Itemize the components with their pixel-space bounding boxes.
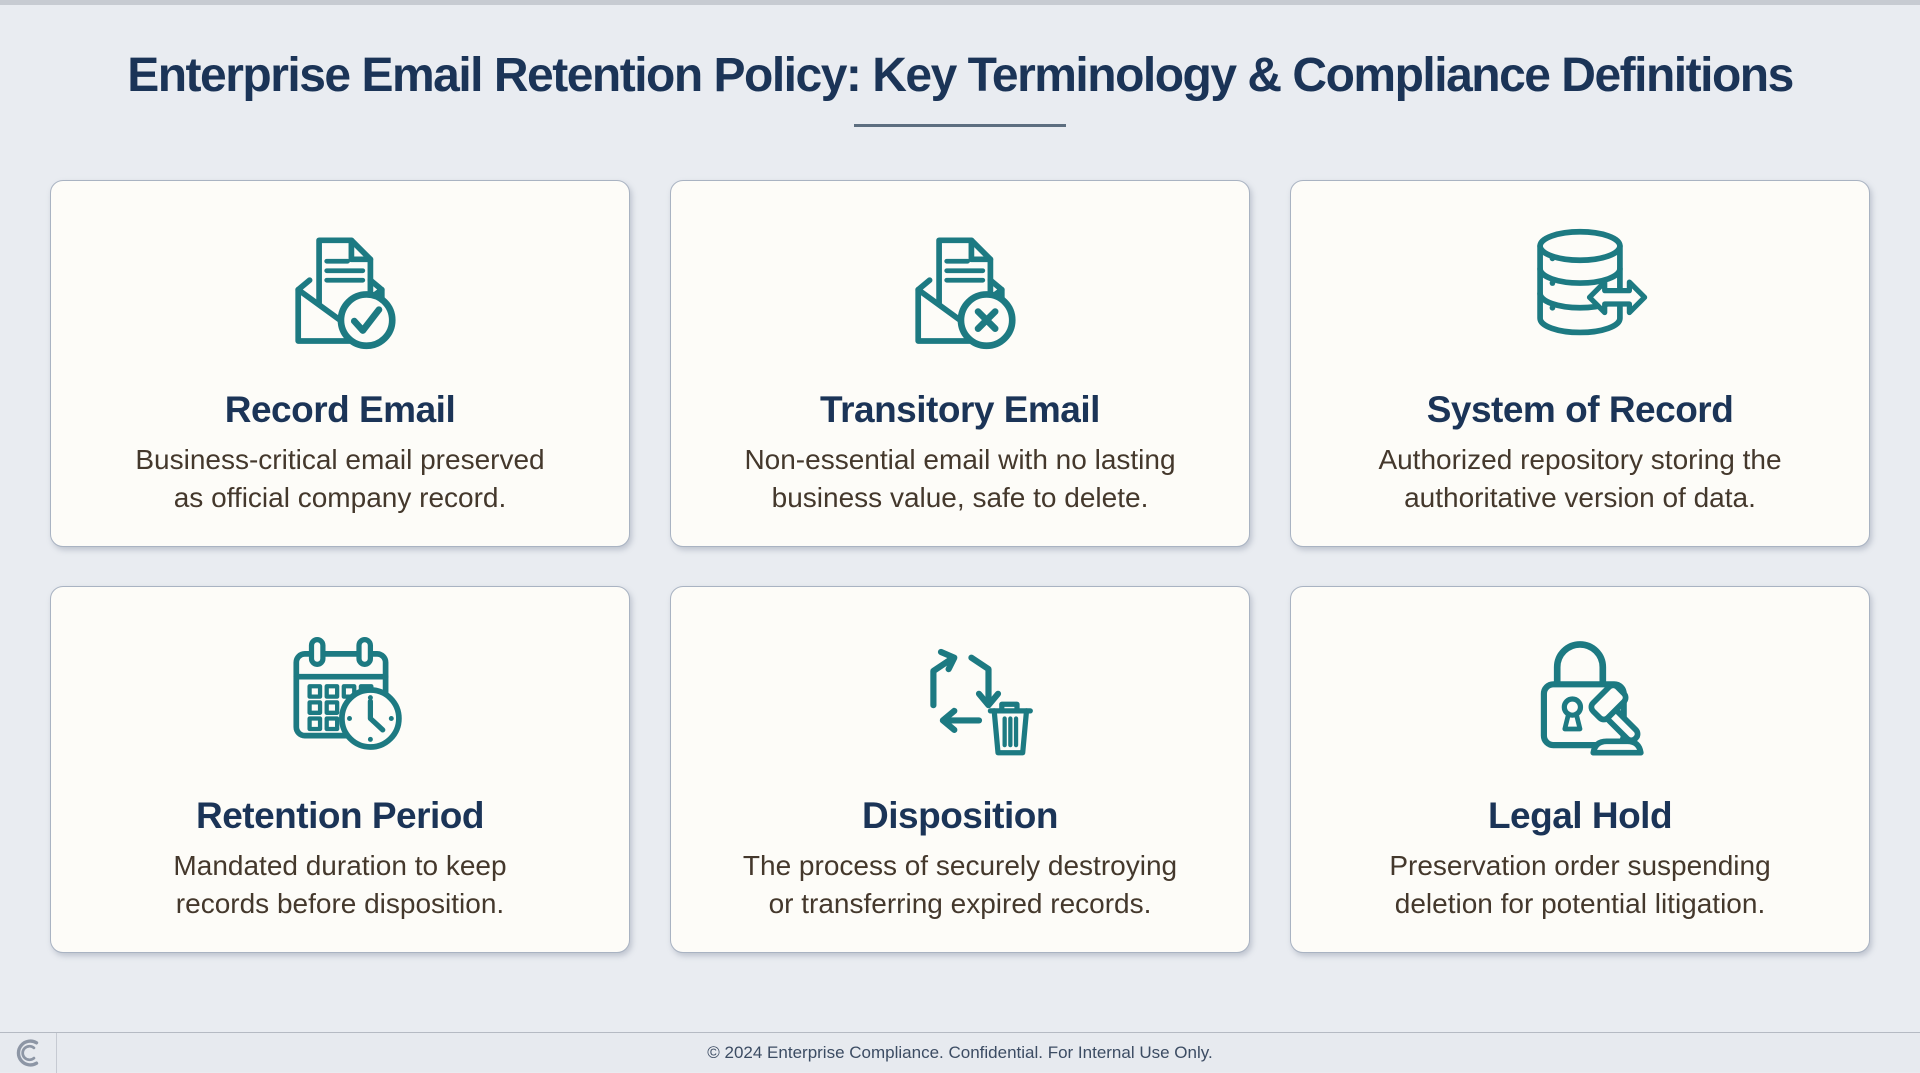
system-of-record-icon bbox=[1291, 205, 1869, 363]
footer-logo-box bbox=[0, 1033, 57, 1073]
card-retention-period: Retention Period Mandated duration to ke… bbox=[50, 585, 630, 953]
copyright-monogram-icon bbox=[16, 1039, 39, 1067]
card-description: Mandated duration to keep records before… bbox=[173, 849, 507, 919]
card-description: Non-essential email with no lasting busi… bbox=[744, 443, 1176, 513]
top-edge-strip bbox=[0, 0, 1920, 5]
card-title: Retention Period bbox=[195, 794, 485, 836]
card-description: The process of securely destroying or tr… bbox=[742, 849, 1178, 919]
disposition-icon bbox=[671, 611, 1249, 769]
card-description: Authorized repository storing the author… bbox=[1378, 443, 1782, 513]
card-transitory-email: Transitory Email Non-essential email wit… bbox=[670, 179, 1250, 547]
card-disposition: Disposition The process of securely dest… bbox=[670, 585, 1250, 953]
card-title: Transitory Email bbox=[820, 388, 1100, 430]
card-legal-hold: Legal Hold Preservation order suspending… bbox=[1290, 585, 1870, 953]
footer-text: © 2024 Enterprise Compliance. Confidenti… bbox=[707, 1043, 1213, 1062]
card-record-email: Record Email Business-critical email pre… bbox=[50, 179, 630, 547]
transitory-email-icon bbox=[671, 205, 1249, 363]
page-title: Enterprise Email Retention Policy: Key T… bbox=[127, 49, 1794, 102]
title-underline bbox=[854, 123, 1066, 127]
card-description: Business-critical email preserved as off… bbox=[135, 443, 545, 513]
definition-cards-grid: Record Email Business-critical email pre… bbox=[50, 179, 1870, 953]
card-title: Legal Hold bbox=[1487, 794, 1673, 836]
card-title: System of Record bbox=[1426, 388, 1734, 430]
card-title: Record Email bbox=[224, 388, 456, 430]
legal-hold-icon bbox=[1291, 611, 1869, 769]
card-system-of-record: System of Record Authorized repository s… bbox=[1290, 179, 1870, 547]
retention-period-icon bbox=[51, 611, 629, 769]
card-title: Disposition bbox=[862, 794, 1058, 836]
card-description: Preservation order suspending deletion f… bbox=[1389, 849, 1771, 919]
record-email-icon bbox=[51, 205, 629, 363]
footer: © 2024 Enterprise Compliance. Confidenti… bbox=[0, 1032, 1920, 1073]
header: Enterprise Email Retention Policy: Key T… bbox=[0, 5, 1920, 127]
